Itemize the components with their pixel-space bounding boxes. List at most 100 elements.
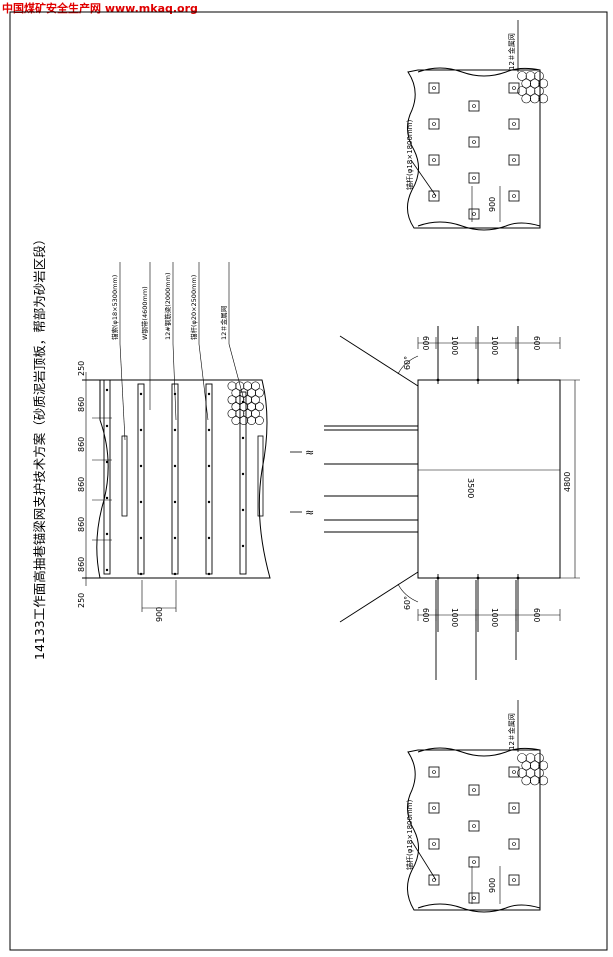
bolt-plate xyxy=(468,820,480,832)
bar-hole xyxy=(105,532,109,536)
mesh-cell xyxy=(235,381,245,391)
mesh-cell xyxy=(538,93,549,104)
main_section-bottom_dims-3: 600 xyxy=(532,608,541,623)
top-bolt-label: 锚杆(φ18×1800mm) xyxy=(405,119,414,190)
bolt-head xyxy=(512,806,516,810)
mesh-cell xyxy=(529,93,540,104)
left-spacing-0: 860 xyxy=(77,397,86,412)
bottom-bolt-leader xyxy=(410,839,437,881)
bar-hole xyxy=(207,572,211,576)
bottom-bolt-label: 锚杆(φ18×1800mm) xyxy=(405,799,414,870)
bar-hole xyxy=(139,464,143,468)
mesh-cell xyxy=(243,395,253,405)
label-leader-diag xyxy=(198,343,209,421)
mesh-cell xyxy=(534,753,544,763)
bar-hole xyxy=(139,572,143,576)
bar-hole xyxy=(105,568,109,572)
mesh-cell xyxy=(525,71,536,81)
bolt-head xyxy=(512,770,516,774)
mesh-cell xyxy=(251,409,260,419)
bolt-head xyxy=(512,158,516,162)
mesh-cell xyxy=(521,760,532,771)
main_section-top_dims-3: 600 xyxy=(532,336,541,351)
left-col-spacing: 900 xyxy=(155,607,164,622)
bar-hole xyxy=(173,464,177,468)
break-mark-top: ≈ xyxy=(305,446,314,459)
angle-arc-bottom xyxy=(397,583,419,603)
left-label-3: 锚杆(φ20×2500mm) xyxy=(189,275,198,340)
bar-hole xyxy=(241,544,245,548)
mesh-cell xyxy=(227,409,237,419)
bar-hole xyxy=(105,388,109,392)
bar-hole xyxy=(105,496,109,500)
angled-bolt-top xyxy=(339,335,419,387)
bar-hole xyxy=(207,500,211,504)
bolt-plate xyxy=(468,208,480,220)
bar-hole xyxy=(207,392,211,396)
bolt-head xyxy=(432,878,436,882)
bolt-plate xyxy=(468,892,480,904)
bar-hole xyxy=(241,436,245,440)
bolt-head xyxy=(512,86,516,90)
bolt-plate xyxy=(468,172,480,184)
left-spacing-2: 860 xyxy=(77,477,86,492)
bolt-anchor xyxy=(516,576,520,580)
bolt-head xyxy=(512,194,516,198)
steel-bar xyxy=(171,383,179,575)
main_section-top_dims-0: 600 xyxy=(421,336,430,351)
mesh-cell xyxy=(247,388,256,398)
bolt-head xyxy=(512,122,516,126)
mesh-cell xyxy=(227,395,237,405)
bolt-plate xyxy=(508,874,520,886)
bolt-head xyxy=(432,122,436,126)
bottom-detail-wavy-bottom xyxy=(417,903,541,913)
main_section-bottom_dims-1: 1000 xyxy=(450,608,459,627)
bolt-plate xyxy=(468,100,480,112)
bar-hole xyxy=(241,472,245,476)
bar-hole xyxy=(139,500,143,504)
left-section-outline xyxy=(96,379,271,579)
mesh-cell xyxy=(521,775,532,786)
mesh-cell xyxy=(525,768,536,778)
cable-anchor xyxy=(121,435,128,517)
bolt-plate xyxy=(428,118,440,130)
mesh-cell xyxy=(525,86,536,96)
bolt-head xyxy=(472,212,476,216)
bolt-plate xyxy=(508,82,520,94)
bolt-anchor xyxy=(476,576,480,580)
left-label-1: W钢带(4600mm) xyxy=(141,286,149,340)
mesh-cell xyxy=(534,71,544,81)
angle-top-label: 60° xyxy=(403,356,412,370)
mesh-cell xyxy=(247,416,256,425)
bolt-plate xyxy=(468,784,480,796)
bolt-head xyxy=(472,788,476,792)
top-detail-wavy-top xyxy=(417,67,541,77)
top-spacing-label: 900 xyxy=(488,197,497,212)
mesh-cell xyxy=(517,768,527,778)
bolt-head xyxy=(432,158,436,162)
mesh-cell xyxy=(525,753,536,763)
bottom-detail: 12＃金属网 锚杆(φ18×1800mm) 900 xyxy=(405,700,549,913)
left-label-4: 12＃金属网 xyxy=(219,306,228,340)
bolt-head xyxy=(472,824,476,828)
bolt-head xyxy=(472,176,476,180)
bolt-plate xyxy=(428,82,440,94)
left-top-margin: 250 xyxy=(77,361,86,376)
left-spacing-1: 860 xyxy=(77,437,86,452)
main_section-bottom_dims-0: 600 xyxy=(421,608,430,623)
bolt-head xyxy=(432,842,436,846)
top-mesh-pattern xyxy=(517,71,549,104)
bolt-head xyxy=(472,104,476,108)
bolt-head xyxy=(432,86,436,90)
bar-hole xyxy=(207,536,211,540)
bar-hole xyxy=(173,428,177,432)
bolt-anchor xyxy=(516,378,520,382)
left-labels: 锚索(φ18×5300mm)W钢带(4600mm)12#钢筋梁(2000mm)锚… xyxy=(110,262,245,441)
bolt-head xyxy=(472,140,476,144)
cable-anchor xyxy=(257,435,264,517)
bolt-plate xyxy=(428,838,440,850)
bolt-plate xyxy=(508,802,520,814)
